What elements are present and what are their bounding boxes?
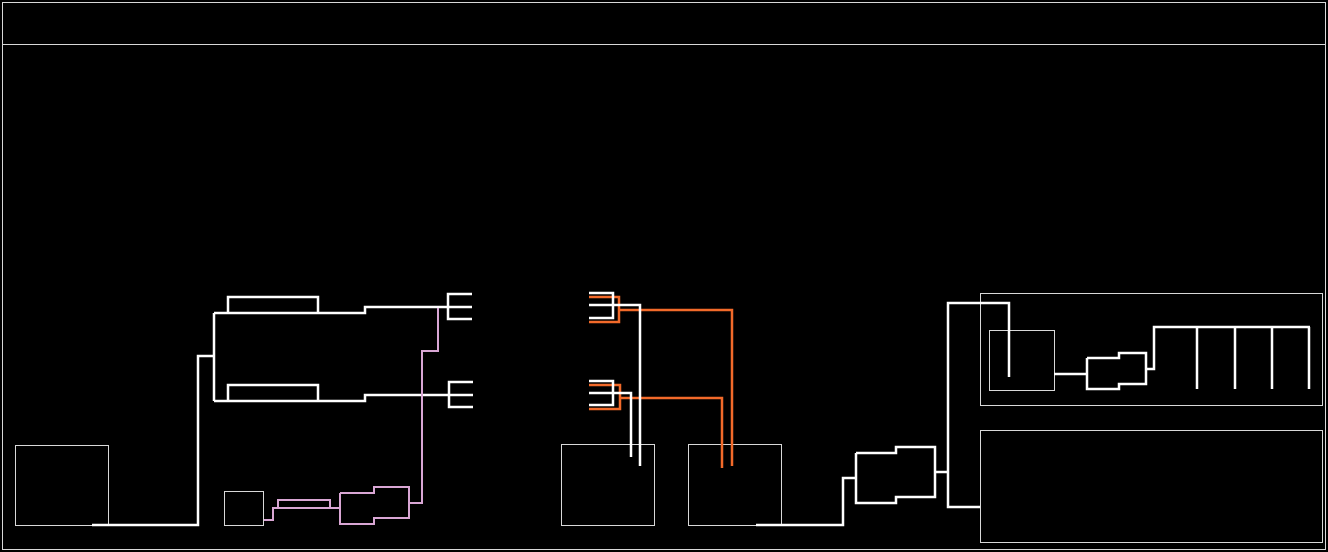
panel-block bbox=[1085, 351, 1148, 391]
component-box-small bbox=[224, 491, 264, 526]
aux-block-large bbox=[339, 486, 410, 525]
aux-run-from-small-box bbox=[264, 507, 340, 521]
center-wiring bbox=[589, 291, 642, 466]
aux-wiring bbox=[264, 308, 439, 525]
upper-branch-block bbox=[226, 295, 320, 313]
feed-from-left-box bbox=[92, 354, 214, 527]
component-box-left bbox=[15, 445, 109, 526]
aux-block-small bbox=[277, 499, 331, 508]
main-wiring-left bbox=[92, 292, 473, 527]
right-bus bbox=[946, 301, 1011, 509]
upper-branch bbox=[214, 305, 447, 315]
lower-branch bbox=[214, 393, 449, 403]
feed-from-center-box bbox=[756, 476, 856, 527]
upper-right-connector-feed bbox=[589, 303, 642, 466]
panel-output bbox=[1146, 325, 1310, 371]
component-box-center-right bbox=[688, 444, 782, 526]
panel-inner-box bbox=[989, 330, 1055, 391]
component-box-center-left bbox=[561, 444, 655, 526]
right-component-block bbox=[854, 445, 937, 505]
lower-branch-block bbox=[226, 383, 320, 401]
main-wiring-right bbox=[756, 301, 1311, 527]
upper-signal-line bbox=[619, 308, 734, 466]
signal-wiring bbox=[589, 295, 734, 468]
lower-right-connector-feed bbox=[589, 391, 633, 457]
panel-box-lower-right bbox=[980, 430, 1323, 543]
aux-riser bbox=[409, 308, 439, 504]
lower-signal-line bbox=[620, 396, 724, 468]
panel-box-upper-right bbox=[980, 293, 1323, 406]
